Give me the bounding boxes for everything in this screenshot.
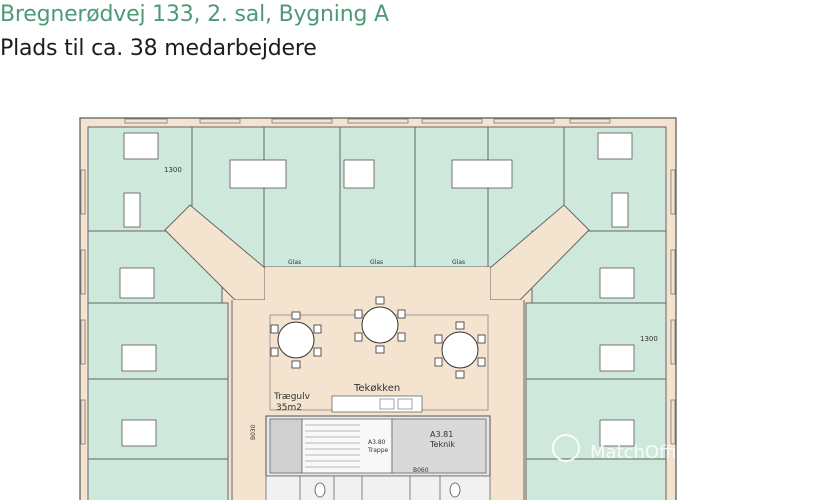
logo-icon — [552, 434, 580, 462]
office-room — [87, 458, 229, 500]
technical-room — [391, 418, 487, 474]
page-subtitle: Plads til ca. 38 medarbejdere — [0, 36, 317, 61]
windows — [80, 118, 676, 445]
glas-label: Glas — [452, 259, 465, 266]
dimension-label: 1300 — [164, 166, 182, 174]
door-label: B060 — [413, 467, 429, 474]
glas-label: Glas — [288, 259, 301, 266]
stairwell — [301, 418, 393, 474]
room-a381-name: Teknik — [429, 440, 455, 449]
watermark-text: MatchOffice — [590, 442, 697, 463]
kitchen-counter — [331, 395, 423, 413]
desks — [119, 132, 635, 447]
kitchen-label: Tekøkken — [353, 383, 400, 394]
dimension-label: 1300 — [640, 335, 658, 343]
office-room — [263, 126, 341, 268]
office-room — [414, 126, 489, 268]
floor-material-label: Trægulv — [273, 392, 311, 402]
page-title: Bregnerødvej 133, 2. sal, Bygning A — [0, 2, 389, 27]
floor-area-label: 35m2 — [276, 403, 302, 413]
room-a380-code: A3.80 — [368, 439, 386, 446]
office-room — [525, 302, 667, 380]
office-room — [339, 126, 416, 268]
room-a380-name: Trappe — [367, 447, 389, 454]
glas-label: Glas — [370, 259, 383, 266]
office-room — [525, 458, 667, 500]
round-tables — [270, 296, 486, 379]
office-room — [87, 302, 229, 380]
office-room — [87, 378, 229, 460]
door-label: B030 — [250, 424, 257, 440]
room-a381-code: A3.81 — [430, 430, 453, 439]
